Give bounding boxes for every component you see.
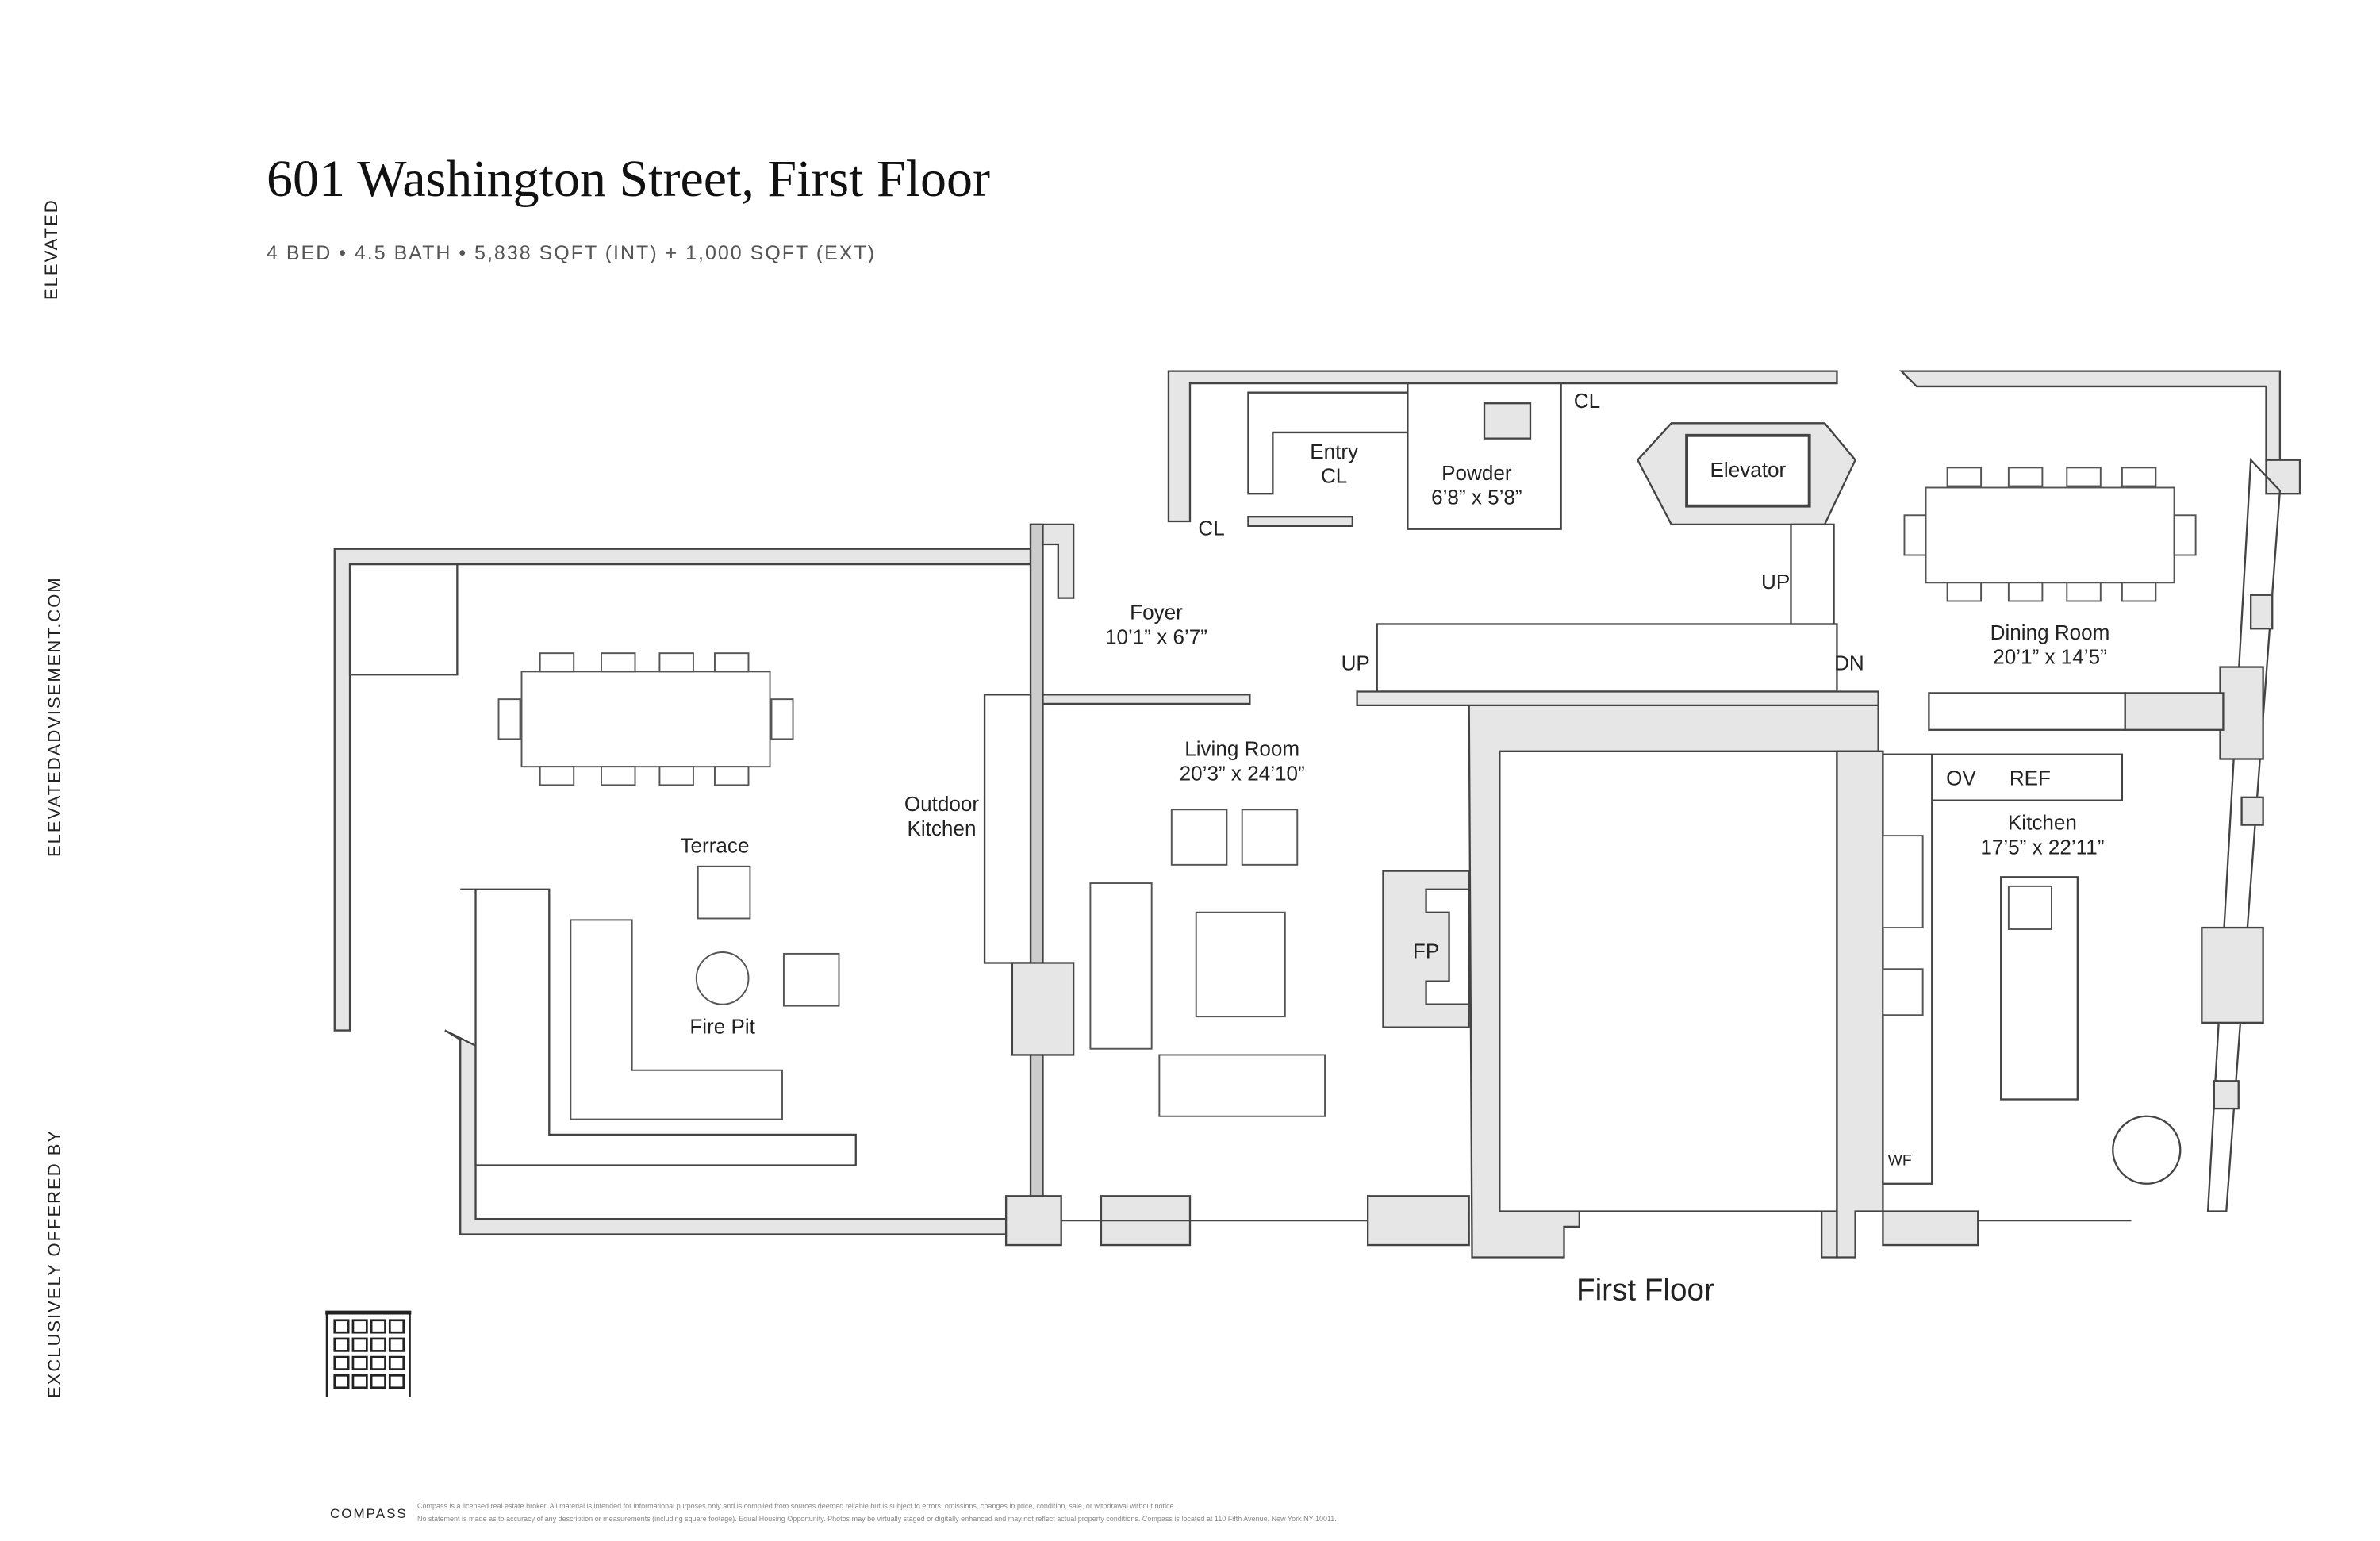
foyer-size: 10’1” x 6’7”: [1105, 625, 1207, 649]
sectional-sofa: [570, 919, 783, 1120]
entry-closet-label-2: CL: [1321, 464, 1347, 488]
stairs-up-upper: UP: [1761, 570, 1790, 594]
living-room-size: 20’3” x 24’10”: [1180, 762, 1305, 786]
dining-room-label: Dining Room: [1990, 621, 2110, 644]
elevator-label: Elevator: [1710, 458, 1787, 482]
kitchen-size: 17’5” x 22’11”: [1980, 835, 2104, 859]
listing-summary: 4 BED • 4.5 BATH • 5,838 SQFT (INT) + 1,…: [267, 242, 877, 264]
living-room-label: Living Room: [1184, 737, 1299, 761]
foyer-label: Foyer: [1130, 601, 1183, 624]
terrace-dining-table: [520, 671, 771, 768]
furniture: [497, 467, 2197, 1120]
fireplace-label: FP: [1413, 940, 1439, 963]
powder-size: 6’8” x 5’8”: [1431, 486, 1522, 509]
page-title: 601 Washington Street, First Floor: [267, 150, 990, 208]
kitchen-label: Kitchen: [2008, 810, 2077, 834]
fire-pit: [695, 951, 750, 1005]
outdoor-kitchen-label-2: Kitchen: [907, 817, 976, 840]
fridge-label: REF: [2010, 766, 2051, 790]
entry-closet-label-1: Entry: [1310, 440, 1358, 463]
sofa: [1089, 882, 1153, 1050]
disclaimer-line-1: Compass is a licensed real estate broker…: [417, 1502, 1176, 1510]
powder-label: Powder: [1441, 461, 1512, 485]
stairs-down: DN: [1834, 651, 1864, 674]
building-logo-icon: [325, 1310, 412, 1397]
outdoor-kitchen-label-1: Outdoor: [904, 792, 980, 816]
sofa-2: [1158, 1054, 1326, 1117]
terrace-label: Terrace: [680, 833, 749, 857]
floor-label: First Floor: [1576, 1274, 1714, 1308]
fire-pit-label: Fire Pit: [689, 1014, 755, 1038]
wine-fridge-label: WF: [1888, 1153, 1912, 1170]
stairs-up-lower: UP: [1342, 651, 1370, 674]
dining-table: [1925, 486, 2175, 584]
walls: [333, 370, 2301, 1259]
dining-room-size: 20’1” x 14’5”: [1993, 645, 2107, 669]
foyer-closet-label: CL: [1198, 516, 1224, 540]
compass-logo: COMPASS: [330, 1506, 408, 1521]
oven-label: OV: [1946, 766, 1976, 790]
coffee-table: [1195, 911, 1286, 1018]
hall-closet-label: CL: [1574, 389, 1600, 413]
disclaimer-line-2: No statement is made as to accuracy of a…: [417, 1515, 1337, 1523]
